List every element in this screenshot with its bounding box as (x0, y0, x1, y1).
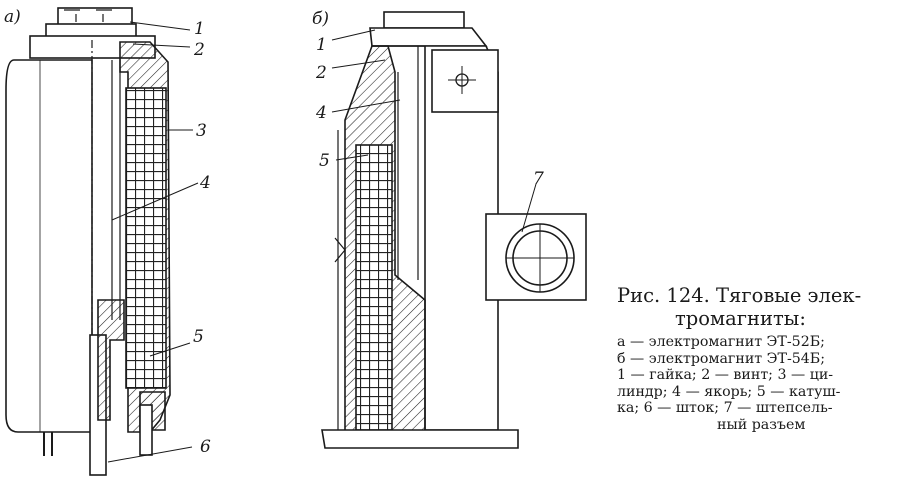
callout-b-2: 2 (315, 63, 327, 83)
panel-a-label: а) (4, 7, 21, 27)
callout-a-5: 5 (193, 327, 204, 347)
callout-b-7: 7 (533, 169, 544, 189)
panel-b-label: б) (312, 9, 329, 29)
callout-b-4: 4 (315, 103, 327, 123)
callout-a-3: 3 (196, 121, 207, 141)
figure-caption: Рис. 124. Тяговые элек- тромагниты: а — … (617, 284, 901, 434)
panel-b-drawing (321, 11, 587, 449)
caption-line-b: б — электромагнит ЭТ-54Б; (617, 350, 826, 367)
panel-a-drawing (5, 7, 199, 476)
caption-line-parts-1: 1 — гайка; 2 — винт; 3 — ци- (617, 367, 834, 384)
callout-b-5: 5 (319, 151, 330, 171)
caption-line-parts-3: ка; 6 — шток; 7 — штепсель- (617, 400, 833, 417)
callout-a-4: 4 (199, 173, 211, 193)
caption-line-parts-4: ный разъем (717, 416, 806, 433)
callout-a-1: 1 (194, 19, 205, 39)
callout-a-2: 2 (193, 40, 205, 60)
caption-title-line2: тромагниты: (675, 307, 806, 330)
callout-b-1: 1 (316, 35, 327, 55)
caption-legend: а — электромагнит ЭТ-52Б; б — электромаг… (617, 334, 901, 434)
caption-line-parts-2: линдр; 4 — якорь; 5 — катуш- (617, 383, 841, 400)
caption-title: Рис. 124. Тяговые элек- тромагниты: (617, 284, 901, 330)
caption-title-line1: Рис. 124. Тяговые элек- (617, 284, 862, 307)
callout-a-6: 6 (200, 437, 211, 457)
caption-line-a: а — электромагнит ЭТ-52Б; (617, 334, 825, 350)
